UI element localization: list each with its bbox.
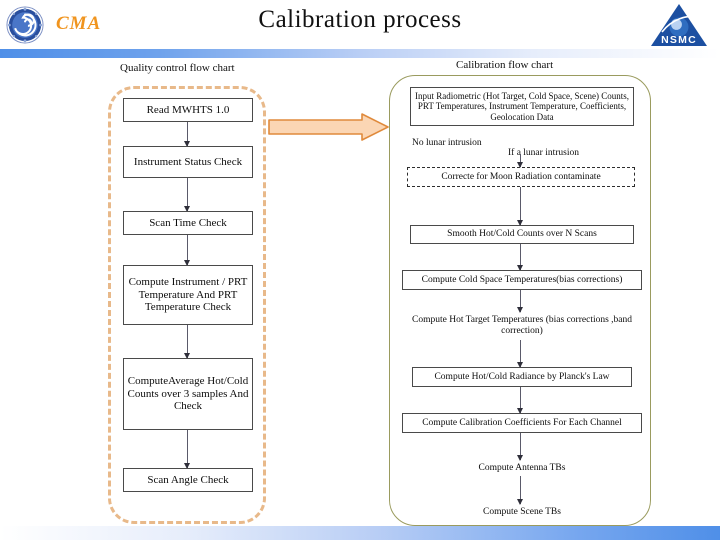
node-scene-tbs[interactable]: Compute Scene TBs (483, 506, 561, 517)
branch-label-if-intrusion: If a lunar intrusion (508, 148, 579, 158)
connector-coldspace-to-hottarget (517, 290, 523, 313)
page-title: Calibration process (258, 6, 462, 33)
connector-hottarget-to-planck (517, 340, 523, 368)
node-hot-target-temps[interactable]: Compute Hot Target Temperatures (bias co… (412, 315, 633, 336)
node-calib-coefficients[interactable]: Compute Calibration Coefficients For Eac… (402, 413, 642, 433)
slide-header: CMA Calibration process NSMC (0, 0, 720, 49)
node-read-mwhts[interactable]: Read MWHTS 1.0 (123, 98, 253, 122)
connector-average-to-scanangle (184, 430, 190, 469)
connector-smooth-to-coldspace (517, 244, 523, 271)
connector-moon-to-smooth (517, 187, 523, 226)
node-planck-radiance[interactable]: Compute Hot/Cold Radiance by Planck's La… (412, 367, 632, 387)
connector-read-to-status (184, 122, 190, 147)
connector-status-to-scantime (184, 178, 190, 212)
node-prt-temperature[interactable]: Compute Instrument / PRT Temperature And… (123, 265, 253, 325)
connector-scantime-to-prt (184, 235, 190, 266)
flow-transition-arrow (268, 113, 389, 141)
node-antenna-tbs[interactable]: Compute Antenna TBs (478, 462, 566, 473)
connector-input-to-moon (517, 154, 523, 168)
node-cold-space-temps[interactable]: Compute Cold Space Temperatures(bias cor… (402, 270, 642, 290)
node-scan-angle[interactable]: Scan Angle Check (123, 468, 253, 492)
node-smooth-counts[interactable]: Smooth Hot/Cold Counts over N Scans (410, 225, 634, 244)
node-input-radiometric[interactable]: Input Radiometric (Hot Target, Cold Spac… (410, 87, 634, 126)
header-divider-bar (0, 49, 720, 58)
nsmc-logo-text: NSMC (661, 34, 697, 46)
branch-label-no-intrusion: No lunar intrusion (412, 138, 482, 148)
footer-divider-bar (0, 526, 720, 540)
connector-antenna-to-scene (517, 476, 523, 505)
node-average-counts[interactable]: ComputeAverage Hot/Cold Counts over 3 sa… (123, 358, 253, 430)
quality-control-caption: Quality control flow chart (120, 62, 235, 74)
node-moon-correction[interactable]: Correcte for Moon Radiation contaminate (407, 167, 635, 187)
node-scan-time[interactable]: Scan Time Check (123, 211, 253, 235)
connector-coefficients-to-antenna (517, 433, 523, 461)
cma-swirl-icon (6, 6, 44, 44)
nsmc-triangle-icon: NSMC (651, 4, 707, 46)
cma-logo-text: CMA (56, 13, 102, 34)
connector-prt-to-average (184, 325, 190, 359)
calibration-caption: Calibration flow chart (456, 59, 554, 71)
node-instrument-status[interactable]: Instrument Status Check (123, 146, 253, 178)
calibration-flowchart-panel: Input Radiometric (Hot Target, Cold Spac… (389, 75, 651, 526)
quality-control-flowchart-panel: Read MWHTS 1.0 Instrument Status Check S… (108, 86, 266, 524)
connector-planck-to-coefficients (517, 387, 523, 414)
cma-logo: CMA (4, 4, 116, 46)
